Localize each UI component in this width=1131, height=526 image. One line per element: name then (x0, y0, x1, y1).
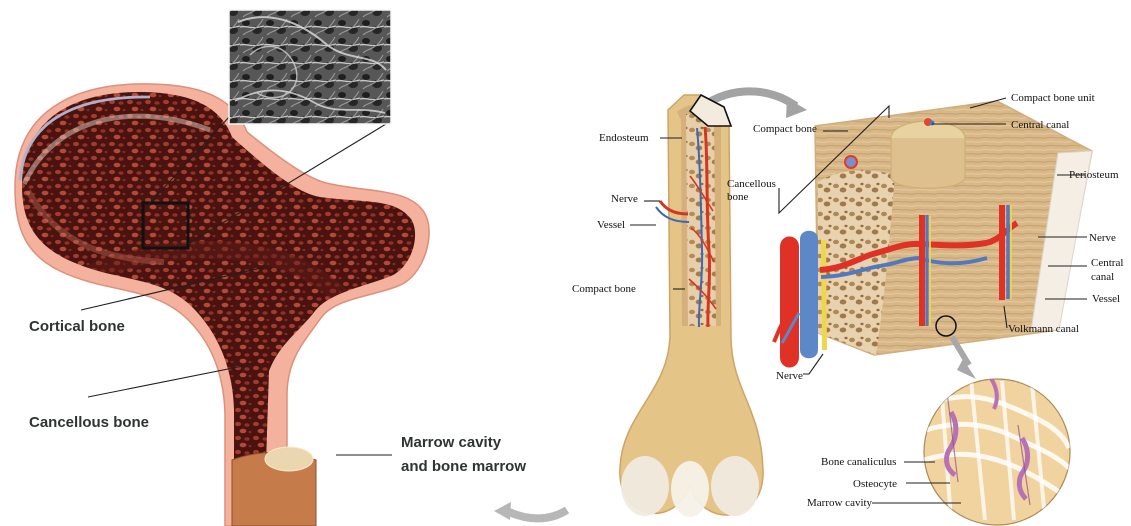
cancellous-label-line1: Cancellous (727, 178, 776, 190)
main-nerve (821, 240, 827, 350)
cancellous-bone-shape (22, 92, 415, 526)
compact-bone-unit-label: Compact bone unit (1011, 92, 1095, 104)
cancellous-label-line2: bone (727, 191, 749, 203)
endosteum-label: Endosteum (599, 132, 649, 144)
compact-bone-block-illustration: Compact bone Compact bone unit Central c… (753, 92, 1123, 382)
osteocyte-label: Osteocyte (853, 478, 897, 490)
main-vessel (780, 237, 799, 368)
long-bone-illustration: Endosteum Nerve Vessel Compact bone Canc… (572, 95, 776, 517)
cortical-bone-label: Cortical bone (29, 318, 125, 335)
vessel-label: Vessel (597, 219, 625, 231)
marrow-cavity-small-label: Marrow cavity (807, 497, 873, 509)
sem-micrograph (229, 10, 391, 124)
lower-transition-arrow (507, 510, 567, 518)
nerve-label: Nerve (611, 193, 638, 205)
marrow-cavity-label-line1: Marrow cavity (401, 434, 502, 451)
lower-arrowhead (494, 502, 511, 520)
periosteum-label: Periosteum (1069, 169, 1119, 181)
central-canal-label-line2: canal (1091, 271, 1114, 283)
cancellous-bone-label: Cancellous bone (29, 414, 149, 431)
main-vein (800, 231, 818, 359)
nerve-right-label: Nerve (1089, 232, 1116, 244)
central-canal-label-line1: Central (1091, 257, 1123, 269)
nerve-bottom-label: Nerve (776, 370, 803, 382)
compact-bone-label-block: Compact bone (753, 123, 817, 135)
magnified-lens: Bone canaliculus Osteocyte Marrow cavity (807, 377, 1070, 525)
osteon-cylinder-body (891, 138, 965, 188)
bone-canaliculus-label: Bone canaliculus (821, 456, 896, 468)
left-femur-illustration: Cortical bone Cancellous bone Marrow cav… (15, 10, 526, 526)
compact-bone-label-long: Compact bone (572, 283, 636, 295)
vessel-right-label: Vessel (1092, 293, 1120, 305)
central-canal-top-label: Central canal (1011, 119, 1069, 131)
volkmann-canal-label: Volkmann canal (1008, 323, 1079, 335)
marrow-cavity-label-line2: and bone marrow (401, 458, 526, 475)
bone-marrow-shape (265, 447, 313, 471)
upper-arrowhead (786, 98, 807, 118)
